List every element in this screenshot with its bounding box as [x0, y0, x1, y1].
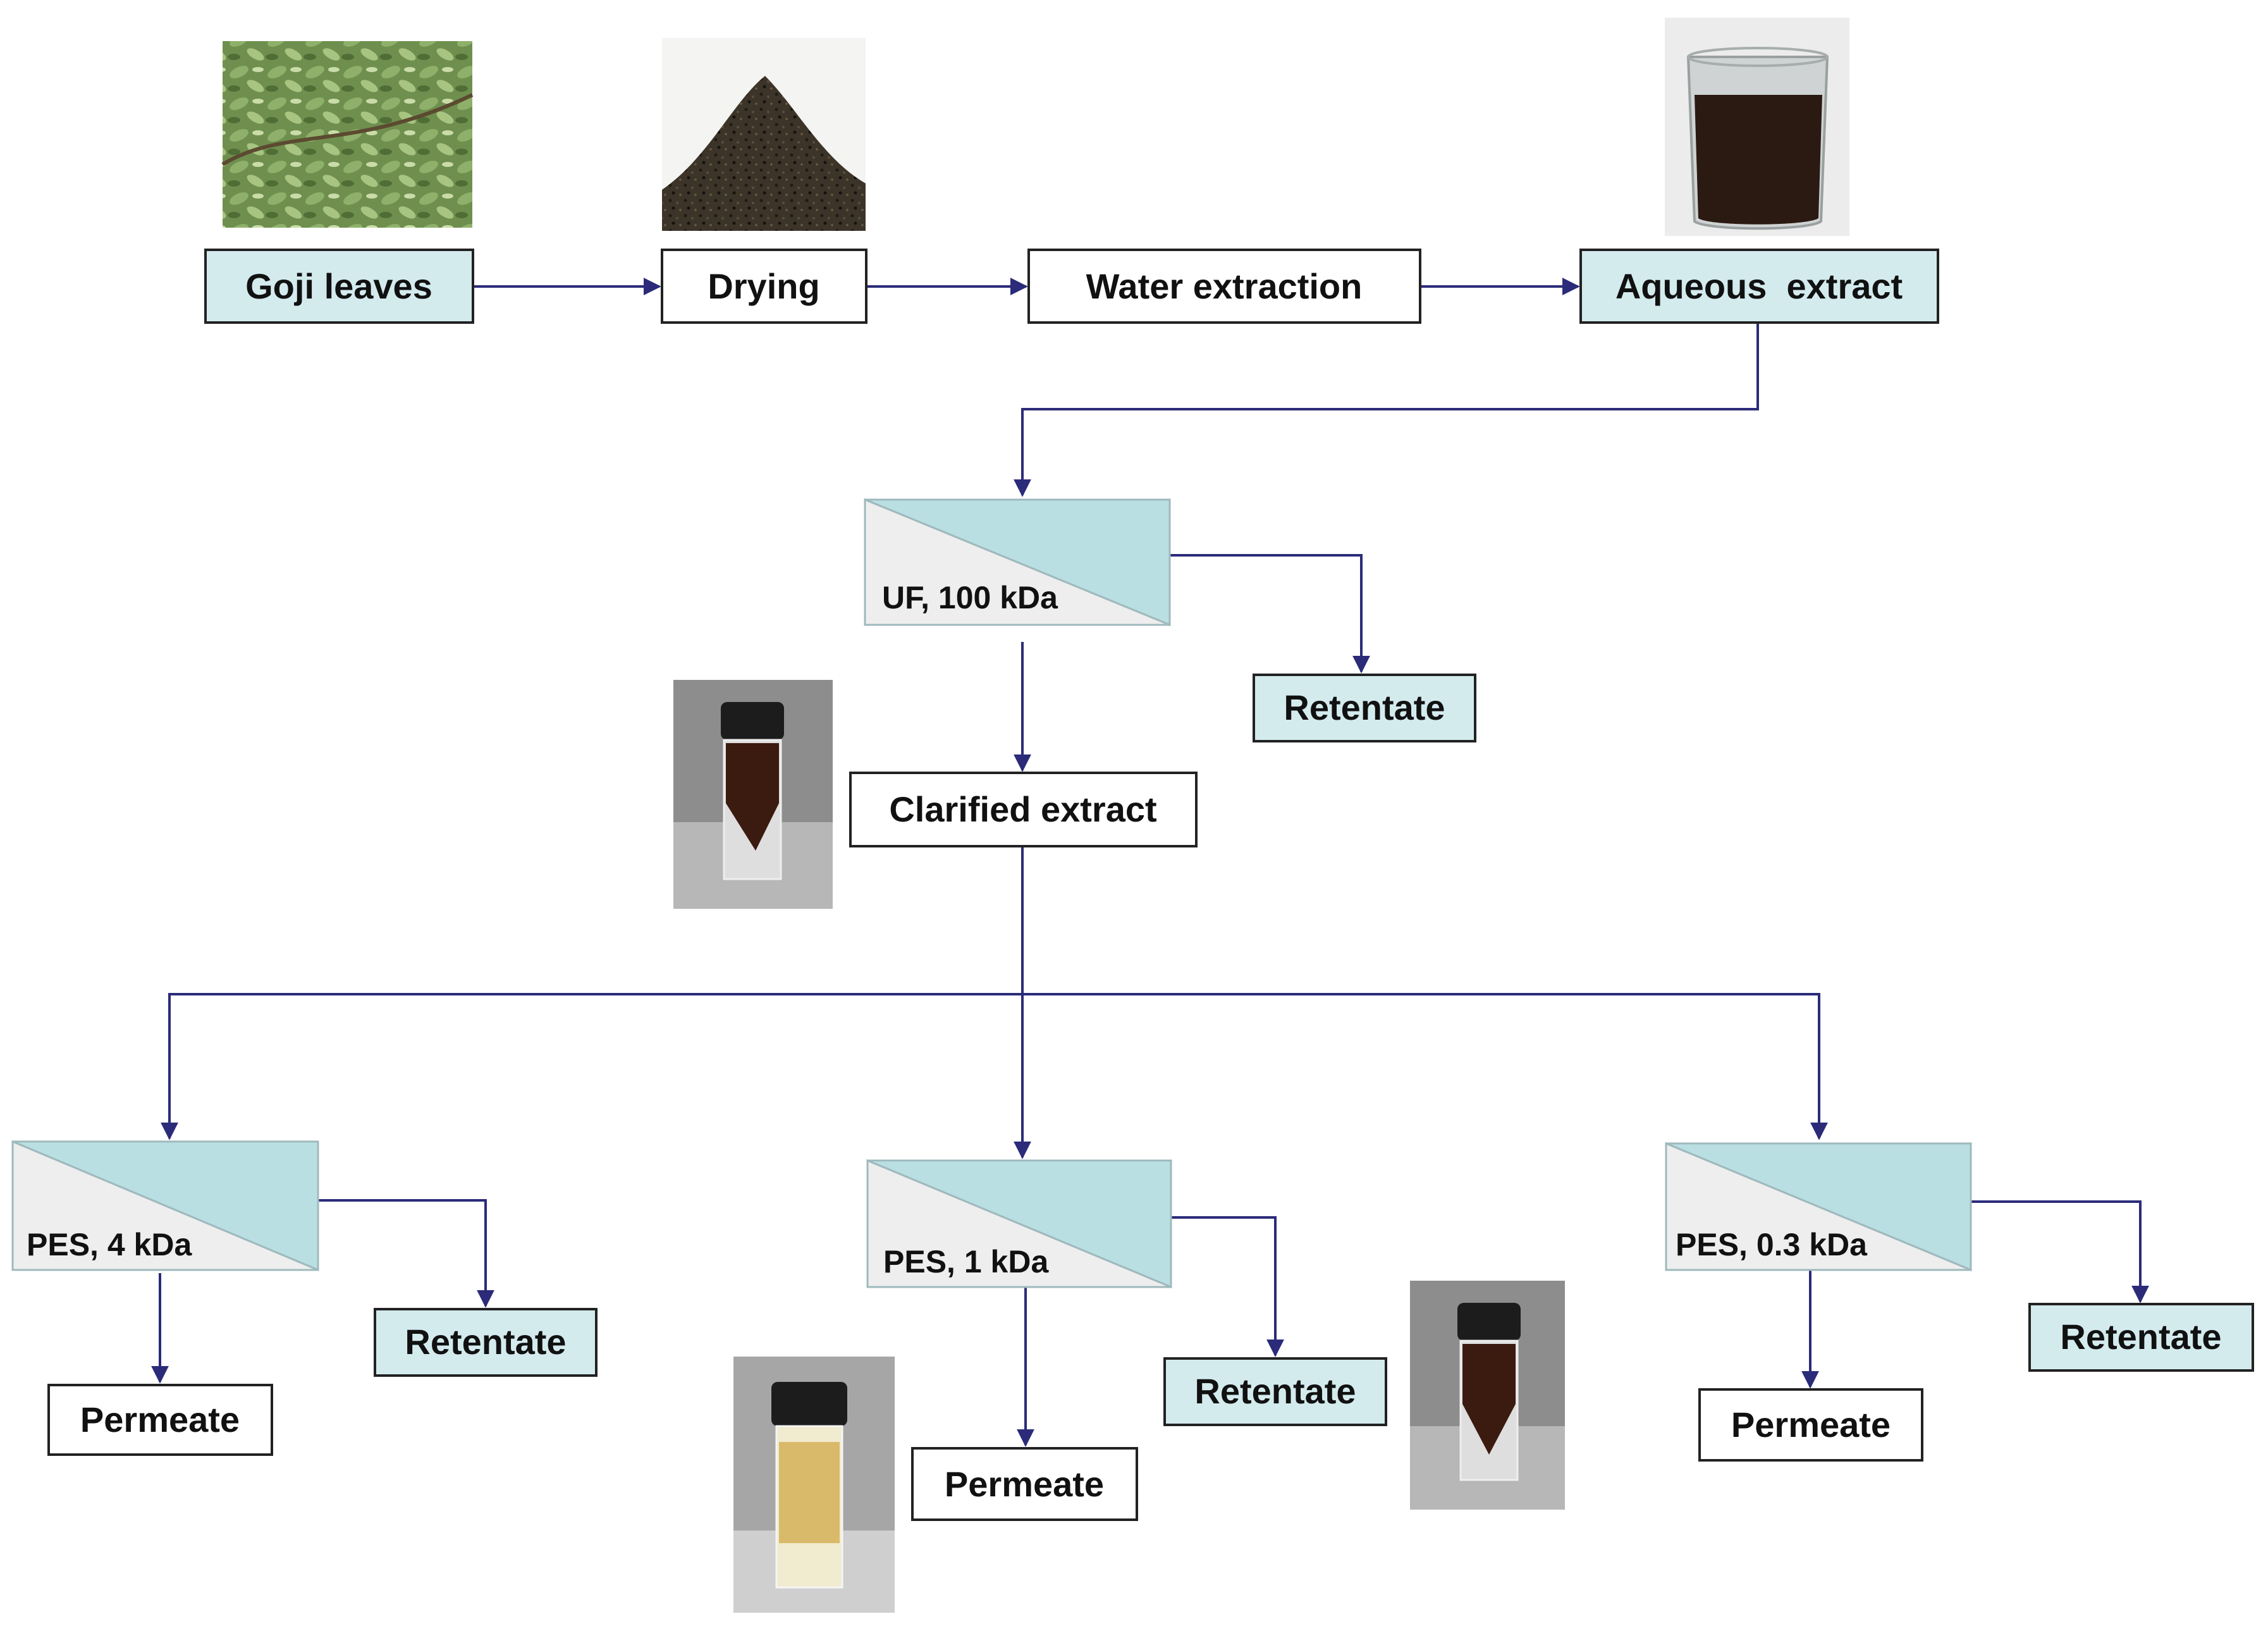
pes-03kda-membrane-unit: PES, 0.3 kDa	[1665, 1142, 1972, 1272]
arrow-aqueous-to-uf	[1014, 323, 1759, 497]
drying-box: Drying	[661, 249, 867, 324]
pes-1kda-label: PES, 1 kDa	[883, 1244, 1049, 1279]
pes-03kda-retentate-box: Retentate	[2028, 1303, 2254, 1372]
water-extraction-label: Water extraction	[1086, 266, 1363, 306]
pes-03kda-permeate-label: Permeate	[1731, 1405, 1891, 1444]
aqueous-extract-label: Aqueous extract	[1615, 266, 1903, 306]
pes-1kda-retentate-box: Retentate	[1163, 1357, 1387, 1426]
uf-retentate-box: Retentate	[1253, 674, 1476, 742]
drying-label: Drying	[708, 266, 819, 306]
pes-1kda-retentate-label: Retentate	[1194, 1371, 1356, 1411]
water-extraction-box: Water extraction	[1027, 249, 1421, 324]
pes-4kda-membrane-unit: PES, 4 kDa	[11, 1140, 319, 1272]
clarified-extract-vial-photo	[673, 680, 833, 909]
pes-03kda-permeate-box: Permeate	[1698, 1388, 1923, 1462]
goji-leaves-label: Goji leaves	[245, 266, 432, 306]
goji-leaves-box: Goji leaves	[204, 249, 474, 324]
pes-4kda-retentate-box: Retentate	[374, 1308, 598, 1377]
pes-03kda-label: PES, 0.3 kDa	[1676, 1227, 1868, 1262]
retentate-vial-photo	[1410, 1281, 1565, 1510]
arrow-to-pes4	[161, 993, 1022, 1140]
uf-membrane-unit: UF, 100 kDa	[864, 498, 1171, 627]
pes-4kda-label: PES, 4 kDa	[27, 1227, 192, 1262]
arrow-pes4-to-retentate	[318, 1199, 494, 1308]
clarified-extract-label: Clarified extract	[889, 789, 1156, 829]
pes-1kda-membrane-unit: PES, 1 kDa	[866, 1159, 1172, 1289]
pes-4kda-retentate-label: Retentate	[405, 1322, 566, 1362]
pes-1kda-permeate-box: Permeate	[911, 1447, 1138, 1521]
permeate-vial-photo	[733, 1357, 895, 1613]
pes-4kda-permeate-box: Permeate	[47, 1384, 273, 1456]
arrow-to-pes03	[1022, 993, 1828, 1140]
clarified-extract-box: Clarified extract	[849, 772, 1198, 847]
pes-03kda-retentate-label: Retentate	[2060, 1317, 2221, 1357]
uf-retentate-label: Retentate	[1284, 687, 1445, 727]
aqueous-extract-box: Aqueous extract	[1579, 249, 1939, 324]
dried-leaves-photo	[662, 38, 866, 231]
aqueous-extract-beaker-photo	[1665, 18, 1849, 236]
goji-leaves-photo	[221, 41, 474, 228]
arrow-uf-to-retentate	[1170, 554, 1370, 674]
arrow-pes1-to-retentate	[1171, 1216, 1284, 1357]
pes-4kda-permeate-label: Permeate	[80, 1400, 240, 1439]
uf-label: UF, 100 kDa	[882, 580, 1058, 615]
pes-1kda-permeate-label: Permeate	[945, 1464, 1104, 1504]
arrow-pes03-to-retentate	[1971, 1200, 2149, 1303]
